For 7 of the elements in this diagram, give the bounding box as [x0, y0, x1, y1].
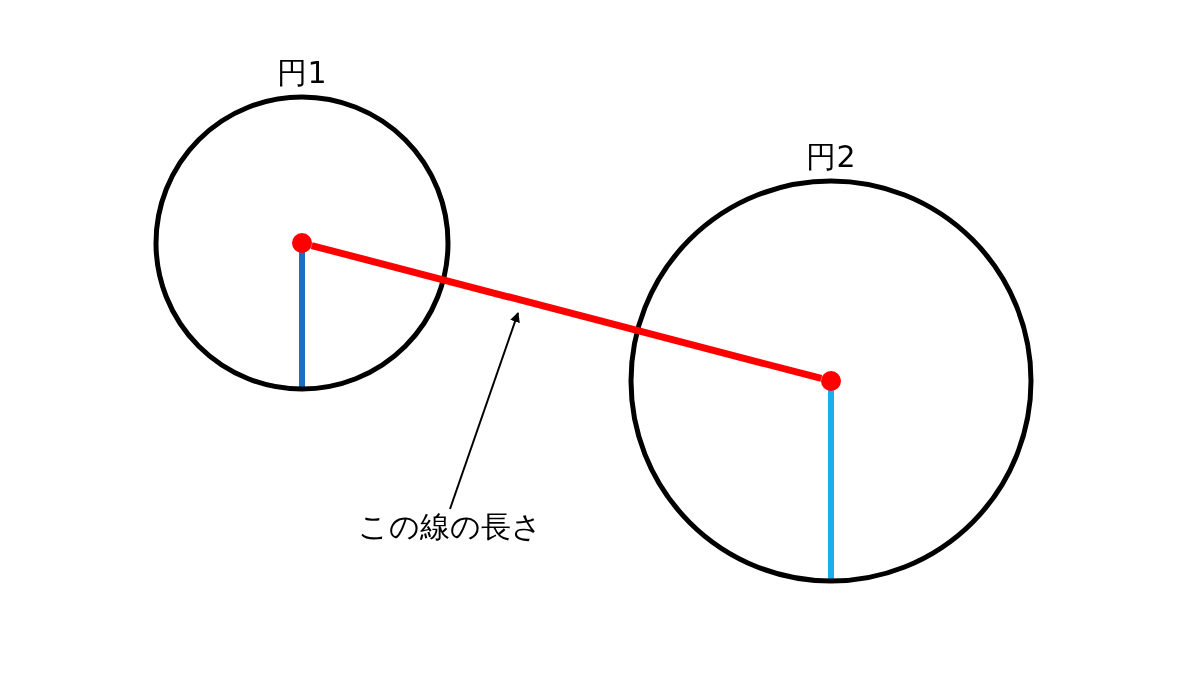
- center-dot: [821, 371, 841, 391]
- circle-label: 円1: [276, 56, 328, 90]
- center-dot: [292, 233, 312, 253]
- caption-text: この線の長さ: [358, 509, 542, 545]
- leader-arrow: [449, 312, 520, 510]
- circle-label: 円2: [805, 140, 857, 174]
- connector-line: [310, 242, 823, 382]
